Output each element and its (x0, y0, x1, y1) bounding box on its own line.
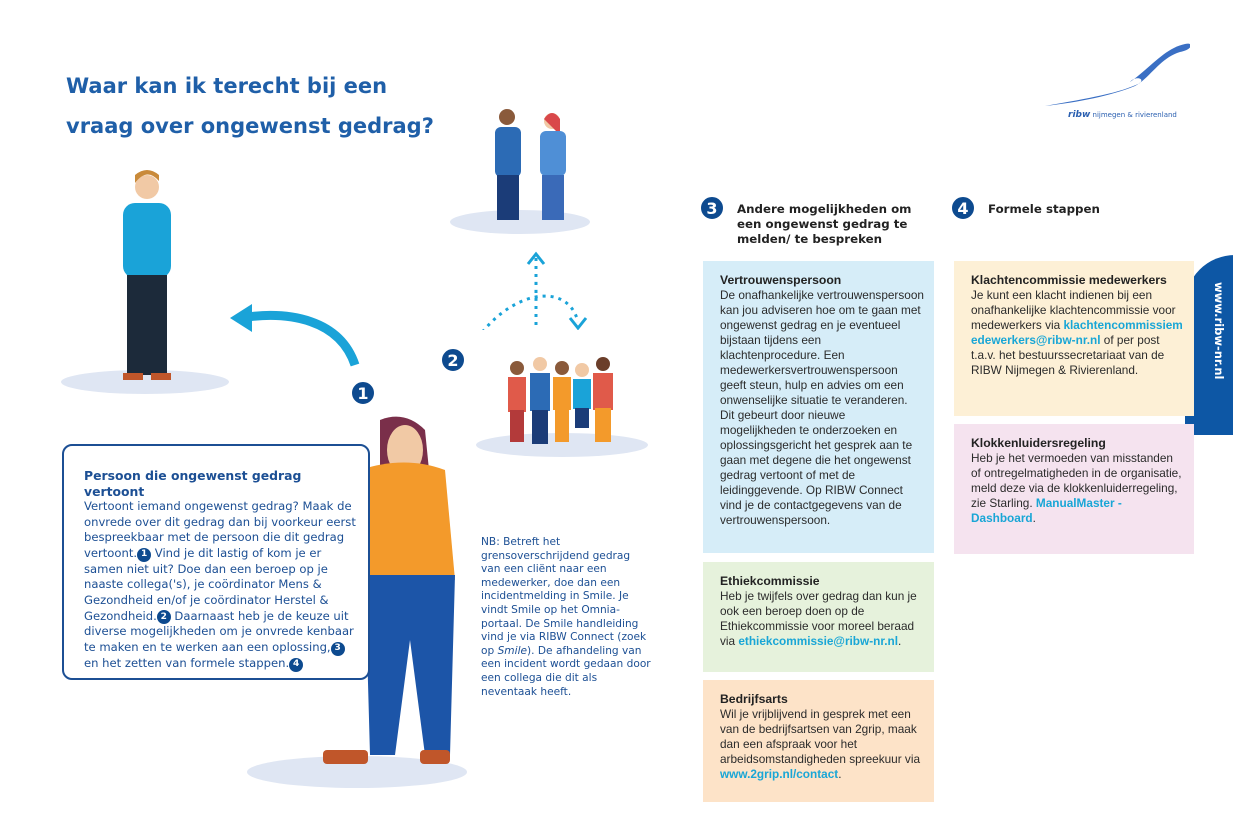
group-illustration (476, 357, 648, 457)
card-title: Vertrouwenspersoon (720, 273, 842, 287)
logo-brand: ribw (1068, 110, 1091, 120)
card-text-end: . (898, 634, 902, 648)
card-klachtencommissie: Klachtencommissie medewerkers Je kunt ee… (954, 261, 1194, 416)
nb-emphasis: Smile (497, 644, 528, 657)
website-url[interactable]: www.ribw-nr.nl (1212, 282, 1226, 380)
person-box-text-2: Vind je dit lastig of kom je er samen ni… (84, 545, 329, 623)
card-text-end: . (1032, 511, 1036, 525)
person-box-text-1: Vertoont iemand ongewenst gedrag? Maak d… (84, 499, 356, 560)
card-title: Bedrijfsarts (720, 692, 788, 706)
ribw-logo: ribw nijmegen & rivierenland (1040, 38, 1192, 120)
page-title: Waar kan ik terecht bij een vraag over o… (66, 74, 434, 138)
card-text-end: . (838, 767, 842, 781)
step-badge-3: 3 (699, 195, 725, 221)
card-title: Klokkenluidersregeling (971, 436, 1106, 450)
card-title: Ethiekcommissie (720, 574, 820, 588)
step-badge-2: 2 (440, 347, 466, 373)
person-box-text-4: en het zetten van formele stappen. (84, 655, 290, 670)
section-4-heading: Formele stappen (988, 202, 1100, 216)
inline-badge-1: 1 (137, 547, 152, 562)
card-vertrouwenspersoon: Vertrouwenspersoon De onafhankelijke ver… (703, 261, 934, 553)
card-bedrijfsarts: Bedrijfsarts Wil je vrijblijvend in gesp… (703, 680, 934, 802)
logo-subtitle: nijmegen & rivierenland (1092, 111, 1177, 119)
inline-badge-3: 3 (330, 641, 345, 656)
ethiek-email-link[interactable]: ethiekcommissie@ribw-nr.nl (738, 634, 899, 648)
people-illustration-2 (450, 109, 590, 234)
card-text-end: of per post t.a.v. het bestuurssecretari… (971, 333, 1165, 377)
card-text: Heb je het vermoeden van misstanden of o… (971, 451, 1182, 510)
person-illustration-1 (61, 170, 229, 394)
card-text: Wil je vrijblijvend in gesprek met een v… (720, 707, 921, 766)
card-text: Je kunt een klacht indienen bij een onaf… (971, 288, 1176, 332)
inline-badge-2: 2 (156, 610, 171, 625)
card-title: Klachtencommissie medewerkers (971, 273, 1167, 287)
klachten-email-link[interactable]: klachtencommissiemedewerkers@ribw-nr.nl (971, 318, 1183, 347)
card-text: Heb je twijfels over gedrag dan kun je o… (720, 589, 917, 648)
manualmaster-link[interactable]: ManualMaster - Dashboard (971, 496, 1122, 525)
card-text: De onafhankelijke vertrouwenspersoon kan… (720, 288, 924, 527)
card-ethiekcommissie: Ethiekcommissie Heb je twijfels over ged… (703, 562, 934, 672)
dotted-arrows-icon (482, 251, 588, 330)
section-3-heading: Andere mogelijkheden om een ongewenst ge… (737, 202, 912, 246)
woman-illustration (247, 416, 467, 788)
inline-badge-4: 4 (289, 657, 304, 672)
step-badge-1: 1 (350, 380, 376, 406)
nb-text-2: ). De afhandeling van een incident wordt… (481, 644, 651, 698)
step-badge-4: 4 (950, 195, 976, 221)
card-klokkenluidersregeling: Klokkenluidersregeling Heb je het vermoe… (954, 424, 1194, 554)
person-box-text-3: Daarnaast heb je de keuze uit diverse mo… (84, 608, 354, 654)
arrow-icon (230, 304, 360, 367)
2grip-contact-link[interactable]: www.2grip.nl/contact (720, 767, 839, 781)
nb-note: NB: Betreft het grensoverschrijdend gedr… (481, 536, 651, 699)
nb-text-1: NB: Betreft het grensoverschrijdend gedr… (481, 536, 647, 657)
person-box-heading: Persoon die ongewenst gedrag vertoont (84, 468, 302, 499)
person-info-box: Persoon die ongewenst gedrag vertoont Ve… (62, 444, 370, 680)
